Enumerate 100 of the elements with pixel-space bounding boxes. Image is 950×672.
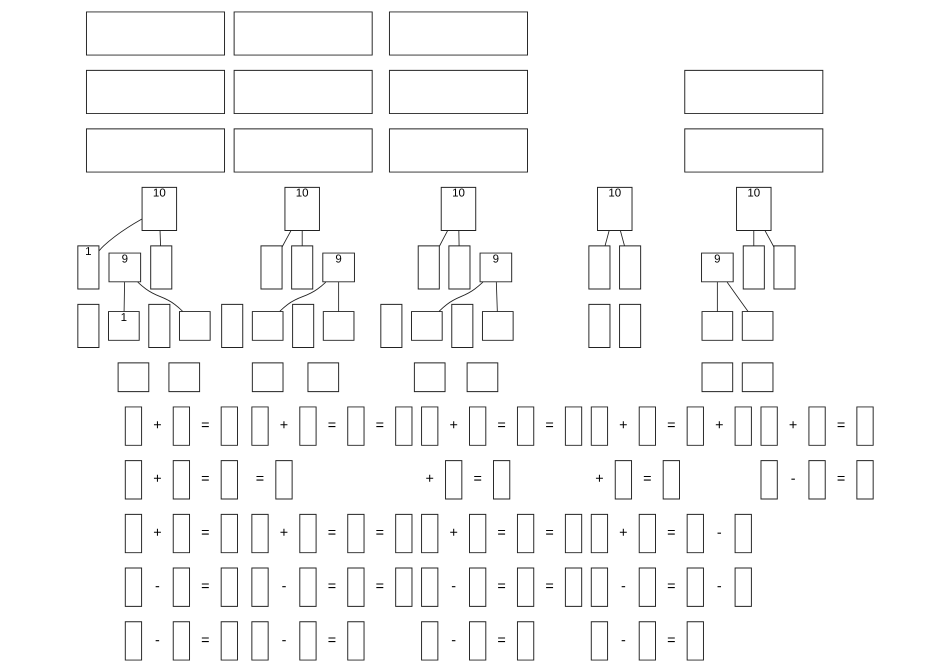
node-box bbox=[148, 304, 170, 348]
node-box bbox=[420, 568, 438, 607]
label: + bbox=[448, 417, 458, 434]
connector bbox=[281, 230, 291, 248]
node-box: 1 bbox=[108, 311, 140, 341]
label: = bbox=[836, 471, 845, 488]
node-box bbox=[410, 311, 442, 341]
node-box bbox=[516, 514, 534, 554]
label: = bbox=[200, 578, 210, 595]
node-box: 10 bbox=[284, 186, 320, 231]
node-box bbox=[388, 70, 528, 114]
label: = bbox=[327, 632, 336, 648]
label: - bbox=[620, 632, 626, 648]
node-box bbox=[117, 362, 149, 392]
node-box bbox=[298, 514, 316, 554]
node-box bbox=[290, 245, 313, 290]
label: + bbox=[279, 524, 288, 541]
connector bbox=[438, 282, 483, 312]
node-box bbox=[614, 460, 632, 500]
node-box bbox=[734, 406, 752, 446]
node-box bbox=[760, 460, 778, 500]
connector bbox=[458, 230, 460, 246]
node-box bbox=[638, 621, 656, 661]
label: + bbox=[618, 524, 628, 541]
connector bbox=[98, 218, 142, 252]
node-box bbox=[168, 362, 200, 392]
label: + bbox=[152, 471, 162, 488]
label: + bbox=[594, 471, 604, 488]
connector bbox=[159, 230, 160, 246]
label: = bbox=[642, 471, 652, 488]
node-box bbox=[178, 311, 210, 341]
label: + bbox=[618, 417, 628, 434]
label: - bbox=[281, 632, 286, 648]
node-box bbox=[251, 311, 283, 341]
label: + bbox=[714, 417, 723, 434]
node-box: 10 bbox=[736, 186, 772, 231]
node-box bbox=[856, 460, 874, 500]
connector bbox=[619, 230, 624, 246]
connector bbox=[278, 282, 326, 312]
label: = bbox=[496, 417, 506, 434]
connector bbox=[752, 230, 754, 246]
node-box bbox=[741, 311, 773, 341]
label: = bbox=[375, 417, 384, 434]
node-box bbox=[686, 621, 704, 661]
label: = bbox=[375, 524, 384, 541]
node-box bbox=[638, 568, 656, 607]
label: = bbox=[836, 417, 845, 434]
node-box bbox=[701, 311, 733, 341]
node-box bbox=[124, 406, 142, 446]
node-box bbox=[420, 621, 438, 661]
node-box bbox=[233, 70, 372, 114]
node-box bbox=[588, 304, 610, 348]
node-box: 10 bbox=[596, 186, 632, 231]
node-box bbox=[564, 406, 582, 446]
node-box bbox=[448, 245, 470, 290]
node-box bbox=[417, 245, 440, 290]
node-box bbox=[618, 245, 641, 290]
node-box bbox=[734, 568, 752, 607]
node-box bbox=[590, 568, 608, 607]
node-box bbox=[420, 406, 438, 446]
node-box bbox=[686, 406, 704, 446]
label: = bbox=[200, 524, 210, 541]
node-box bbox=[172, 621, 190, 661]
node-box bbox=[772, 245, 795, 290]
node-box bbox=[450, 304, 473, 348]
node-box bbox=[220, 621, 238, 661]
node-box bbox=[492, 460, 510, 500]
node-box bbox=[468, 621, 486, 661]
node-box: 9 bbox=[700, 252, 734, 282]
node-box bbox=[233, 11, 372, 56]
node-box bbox=[346, 621, 364, 661]
node-box bbox=[741, 362, 773, 392]
connector bbox=[123, 282, 125, 312]
connector bbox=[726, 282, 748, 312]
node-box: 10 bbox=[141, 186, 177, 231]
node-box bbox=[322, 311, 354, 341]
node-box: 9 bbox=[479, 252, 512, 282]
node-box bbox=[251, 362, 283, 392]
node-box bbox=[346, 406, 364, 446]
node-box bbox=[85, 70, 225, 114]
node-box bbox=[808, 460, 826, 500]
node-box bbox=[662, 460, 680, 500]
node-box bbox=[638, 406, 656, 446]
node-box bbox=[124, 568, 142, 607]
node-box bbox=[85, 11, 225, 56]
label: - bbox=[154, 632, 160, 648]
node-box bbox=[618, 304, 641, 348]
connector bbox=[495, 282, 498, 312]
node-box bbox=[172, 460, 190, 500]
node-box bbox=[808, 406, 826, 446]
node-box bbox=[250, 621, 268, 661]
node-box bbox=[150, 245, 172, 290]
node-box bbox=[220, 568, 238, 607]
node-box bbox=[742, 245, 764, 290]
node-box bbox=[274, 460, 292, 500]
node-box bbox=[124, 460, 142, 500]
label: + bbox=[279, 417, 288, 434]
label: = bbox=[200, 632, 210, 648]
node-box: 10 bbox=[440, 186, 476, 231]
node-box bbox=[394, 514, 412, 554]
